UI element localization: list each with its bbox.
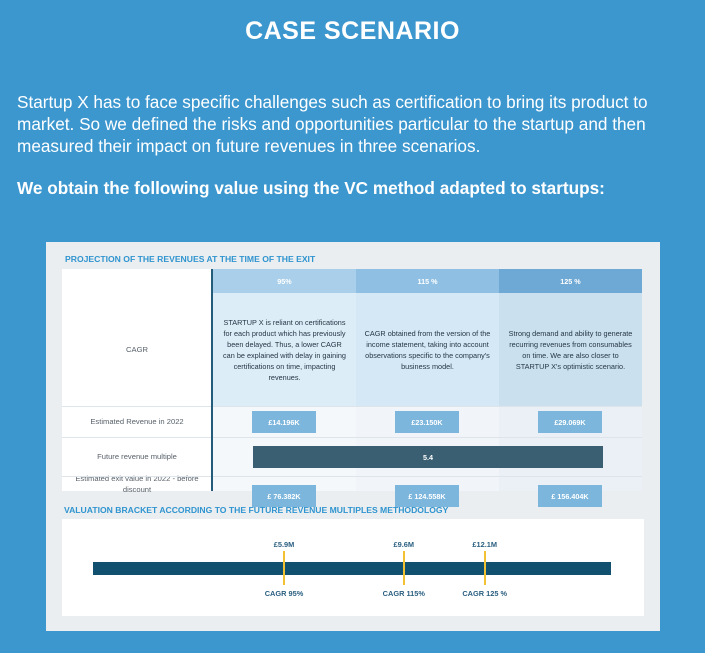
bracket-value-label-2: £9.6M	[393, 540, 415, 549]
scenario-3-cagr-header: 125 %	[499, 269, 642, 293]
scenario-2-exit-value: £ 124.558K	[395, 485, 459, 507]
bracket-marker-2	[402, 551, 405, 585]
bracket-cagr-label-1: CAGR 95%	[264, 589, 304, 598]
page-title: CASE SCENARIO	[245, 17, 460, 45]
valuation-panel: PROJECTION OF THE REVENUES AT THE TIME O…	[46, 242, 660, 631]
row-label-cagr: CAGR	[126, 345, 148, 354]
row-separator	[62, 406, 642, 407]
intro-paragraph: Startup X has to face specific challenge…	[17, 92, 648, 156]
bracket-value-label-1: £5.9M	[273, 540, 295, 549]
scenario-1-exit-value: £ 76.382K	[252, 485, 316, 507]
method-heading: We obtain the following value using the …	[17, 178, 605, 198]
projection-table: 95% 115 % 125 % STARTUP X is reliant on …	[62, 269, 642, 507]
scenario-3-exit-value: £ 156.404K	[538, 485, 602, 507]
scenario-2-revenue: £23.150K	[395, 411, 459, 433]
scenario-1-description: STARTUP X is reliant on certifications f…	[213, 293, 356, 406]
bracket-marker-1	[283, 551, 285, 585]
column-divider	[211, 269, 213, 491]
bracket-cagr-label-3: CAGR 125 %	[462, 589, 508, 598]
valuation-range-bar	[93, 562, 611, 575]
valuation-bracket: £5.9M CAGR 95% £9.6M CAGR 115% £12.1M CAGR 12…	[62, 519, 644, 616]
row-separator	[62, 476, 642, 477]
scenario-2-description: CAGR obtained from the version of the in…	[356, 293, 499, 406]
row-label-multiple: Future revenue multiple	[97, 452, 177, 461]
scenario-1-cagr-header: 95%	[213, 269, 356, 293]
bracket-cagr-label-2: CAGR 115%	[382, 589, 425, 598]
scenario-1-revenue: £14.196K	[252, 411, 316, 433]
row-separator	[62, 437, 642, 438]
future-revenue-multiple-bar: 5.4	[253, 446, 603, 468]
bracket-value-label-3: £12.1M	[472, 540, 498, 549]
scenario-2-cagr-header: 115 %	[356, 269, 499, 293]
scenario-3-description: Strong demand and ability to generate re…	[499, 293, 642, 406]
bracket-marker-3	[483, 551, 486, 585]
bracket-title: VALUATION BRACKET ACCORDING TO THE FUTUR…	[64, 505, 449, 515]
scenario-3-revenue: £29.069K	[538, 411, 602, 433]
row-label-revenue: Estimated Revenue in 2022	[90, 417, 184, 426]
row-label-exit-value-text: Estimated exit value in 2022 - before di…	[75, 474, 199, 494]
projection-title: PROJECTION OF THE REVENUES AT THE TIME O…	[65, 254, 316, 264]
